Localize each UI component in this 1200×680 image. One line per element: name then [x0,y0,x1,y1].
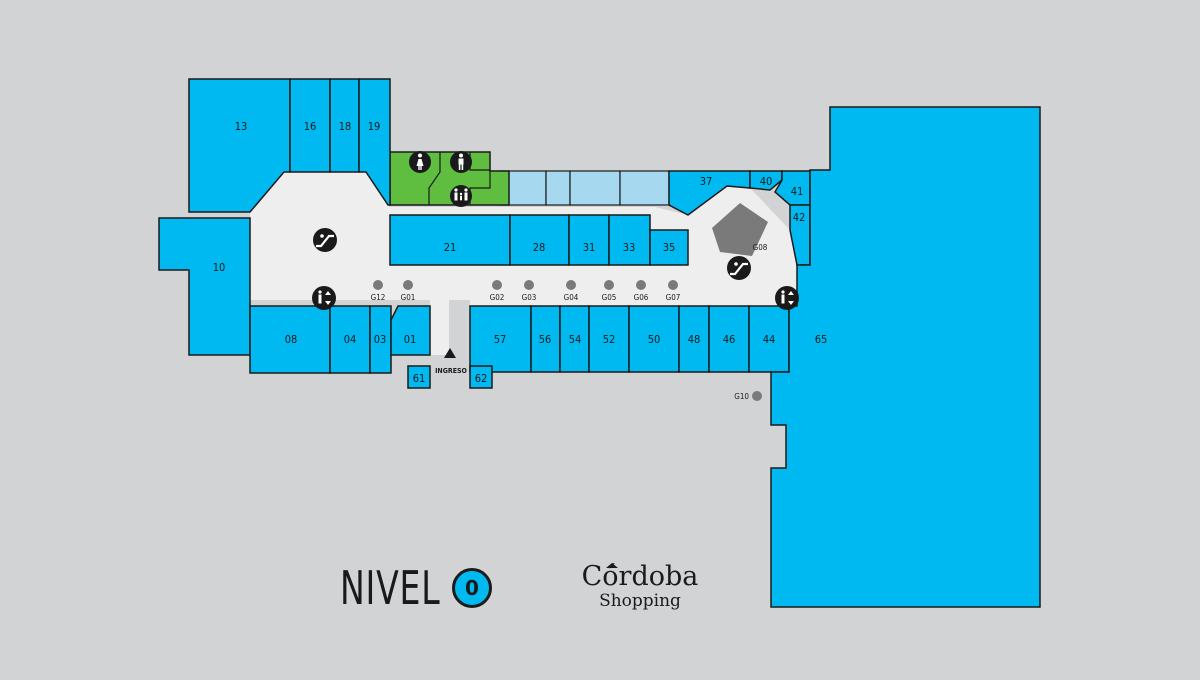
label-31: 31 [583,241,596,254]
landmark-g08 [712,203,768,256]
label-03: 03 [374,333,387,346]
entrance-label: INGRESO [435,367,467,375]
label-10: 10 [213,261,226,274]
label-01: 01 [404,333,417,346]
logo-roof-icon [606,563,618,568]
label-56: 56 [539,333,552,346]
label-57: 57 [494,333,507,346]
label-65: 65 [815,333,828,346]
label-46: 46 [723,333,736,346]
label-16: 16 [304,120,317,133]
women-restroom-icon[interactable] [409,151,431,173]
label-48: 48 [688,333,701,346]
brand-subtitle: Shopping [599,591,681,611]
brand-name: Córdoba [581,561,699,592]
family-restroom-icon[interactable] [450,185,472,207]
label-44: 44 [763,333,776,346]
corridor-floor [250,172,797,372]
label-g07: G07 [666,293,681,302]
kiosk-dot-g03 [524,280,534,290]
entrance-arrow-icon [444,348,456,358]
label-28: 28 [533,241,546,254]
label-42: 42 [793,211,806,224]
label-41: 41 [791,185,804,198]
store-21 [389,214,511,266]
label-13: 13 [235,120,248,133]
store-54 [559,305,590,373]
label-50: 50 [648,333,661,346]
escalator-icon[interactable] [313,228,337,252]
store-40 [749,170,783,191]
restroom-block [389,151,510,206]
label-33: 33 [623,241,636,254]
label-g08: G08 [753,243,768,252]
label-19: 19 [368,120,381,133]
kiosk-dot-g05 [604,280,614,290]
store-61 [407,365,431,389]
label-61: 61 [413,372,426,385]
room-light-3 [569,170,621,206]
store-48 [678,305,710,373]
store-10 [158,217,251,356]
label-g02: G02 [490,293,505,302]
store-65 [770,106,1041,608]
label-52: 52 [603,333,616,346]
store-28 [509,214,570,266]
store-56 [530,305,561,373]
store-35 [649,229,689,266]
brand-logo: Córdoba Shopping [580,561,700,611]
store-62 [469,365,493,389]
label-35: 35 [663,241,676,254]
label-18: 18 [339,120,352,133]
label-62: 62 [475,372,488,385]
label-g12: G12 [371,293,386,302]
store-18 [329,78,360,173]
label-g10: G10 [734,392,749,401]
room-light-4 [619,170,670,206]
label-g03: G03 [522,293,537,302]
kiosk-dot-g01 [403,280,413,290]
restroom-divider-a [428,152,441,205]
level-word: NIVEL [340,561,441,615]
kiosk-dot-g12 [373,280,383,290]
escalator-icon[interactable] [727,256,751,280]
kiosk-dot-g07 [668,280,678,290]
kiosk-dot-g02 [492,280,502,290]
level-indicator: NIVEL 0 [340,560,492,616]
kiosk-dot-g10 [752,391,762,401]
kiosk-dot-g06 [636,280,646,290]
label-g04: G04 [564,293,579,302]
label-g06: G06 [634,293,649,302]
label-g01: G01 [401,293,416,302]
men-restroom-icon[interactable] [450,151,472,173]
label-21: 21 [444,241,457,254]
label-g05: G05 [602,293,617,302]
elevator-icon[interactable] [312,286,336,310]
store-31 [568,214,610,266]
room-light-2 [545,170,571,206]
store-19 [358,78,391,206]
store-04 [329,305,371,374]
label-04: 04 [344,333,357,346]
label-37: 37 [700,175,713,188]
store-50 [628,305,680,373]
kiosk-dots [373,280,762,401]
elevator-icon[interactable] [775,286,799,310]
store-52 [588,305,630,373]
level-badge: 0 [452,568,492,608]
label-54: 54 [569,333,582,346]
store-16 [289,78,331,173]
store-33 [608,214,651,266]
store-46 [708,305,750,373]
label-08: 08 [285,333,298,346]
store-01 [390,305,431,356]
kiosk-dot-g04 [566,280,576,290]
label-40: 40 [760,175,773,188]
